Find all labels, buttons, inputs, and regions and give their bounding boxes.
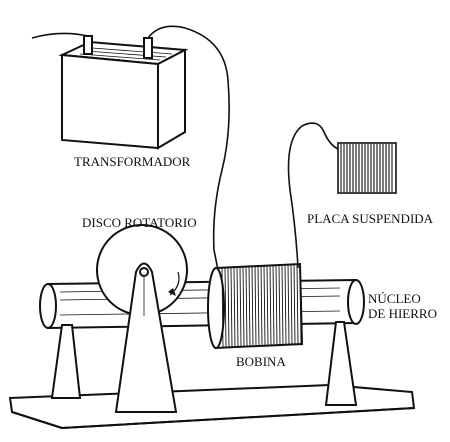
coil-winding — [260, 265, 263, 346]
coil-winding — [236, 266, 239, 347]
coil-winding — [248, 266, 251, 347]
coil-winding — [281, 264, 284, 345]
coil-winding — [227, 267, 230, 348]
transformer-box — [58, 35, 189, 150]
iron-core — [39, 278, 365, 330]
label-suspended-plate: PLACA SUSPENDIDA — [307, 211, 434, 226]
coil — [207, 262, 304, 350]
label-coil: BOBINA — [236, 354, 286, 369]
center-post — [114, 262, 178, 413]
label-rotating-disk: DISCO ROTATORIO — [82, 215, 197, 230]
coil-winding — [224, 267, 227, 348]
coil-winding — [254, 266, 257, 347]
coil-winding — [275, 264, 278, 346]
coil-winding — [245, 266, 248, 347]
coil-winding — [233, 267, 236, 348]
coil-winding — [299, 263, 302, 344]
label-transformer: TRANSFORMADOR — [74, 154, 191, 169]
coil-winding — [266, 265, 269, 346]
base-board — [8, 383, 416, 430]
label-iron-core-line1: NÚCLEO — [368, 291, 421, 306]
suspended-plate — [337, 142, 397, 194]
coil-winding — [296, 263, 299, 344]
coil-winding — [293, 264, 296, 345]
coil-winding — [239, 266, 242, 347]
coil-winding — [263, 265, 266, 346]
coil-winding — [269, 265, 272, 346]
coil-winding — [290, 264, 293, 345]
wires — [31, 25, 341, 271]
coil-winding — [221, 267, 224, 348]
coil-winding — [278, 264, 281, 345]
coil-winding — [287, 264, 290, 345]
coil-winding — [251, 266, 254, 347]
right-stand — [324, 321, 358, 406]
coil-winding — [257, 265, 260, 346]
coil-winding — [230, 267, 233, 348]
coil-winding — [242, 266, 245, 347]
coil-winding — [272, 265, 275, 346]
label-iron-core-line2: DE HIERRO — [368, 306, 437, 321]
coil-winding — [284, 264, 287, 345]
left-stand — [50, 324, 82, 399]
